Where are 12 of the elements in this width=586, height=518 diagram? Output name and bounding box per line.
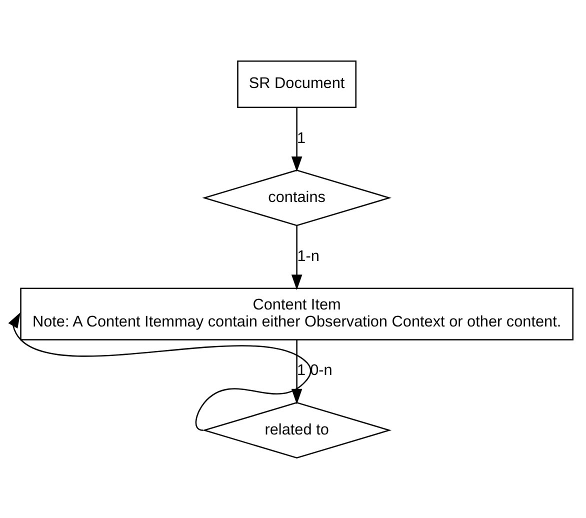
node-diamond: contains [202,169,392,226]
node-box: Content Item Note: A Content Itemmay contain either Observation Context or other content. [20,287,574,340]
arrow [291,225,302,290]
edge-label: 1-n [297,247,320,264]
arrow [8,312,312,430]
edge-label: 0-n [310,362,332,379]
arrow [291,340,302,404]
node-diamond: related to [202,401,392,458]
arrow [291,106,302,172]
node-box: SR Document [237,60,357,108]
edge-label: 1 [297,362,306,379]
edge-label: 1 [297,129,306,146]
